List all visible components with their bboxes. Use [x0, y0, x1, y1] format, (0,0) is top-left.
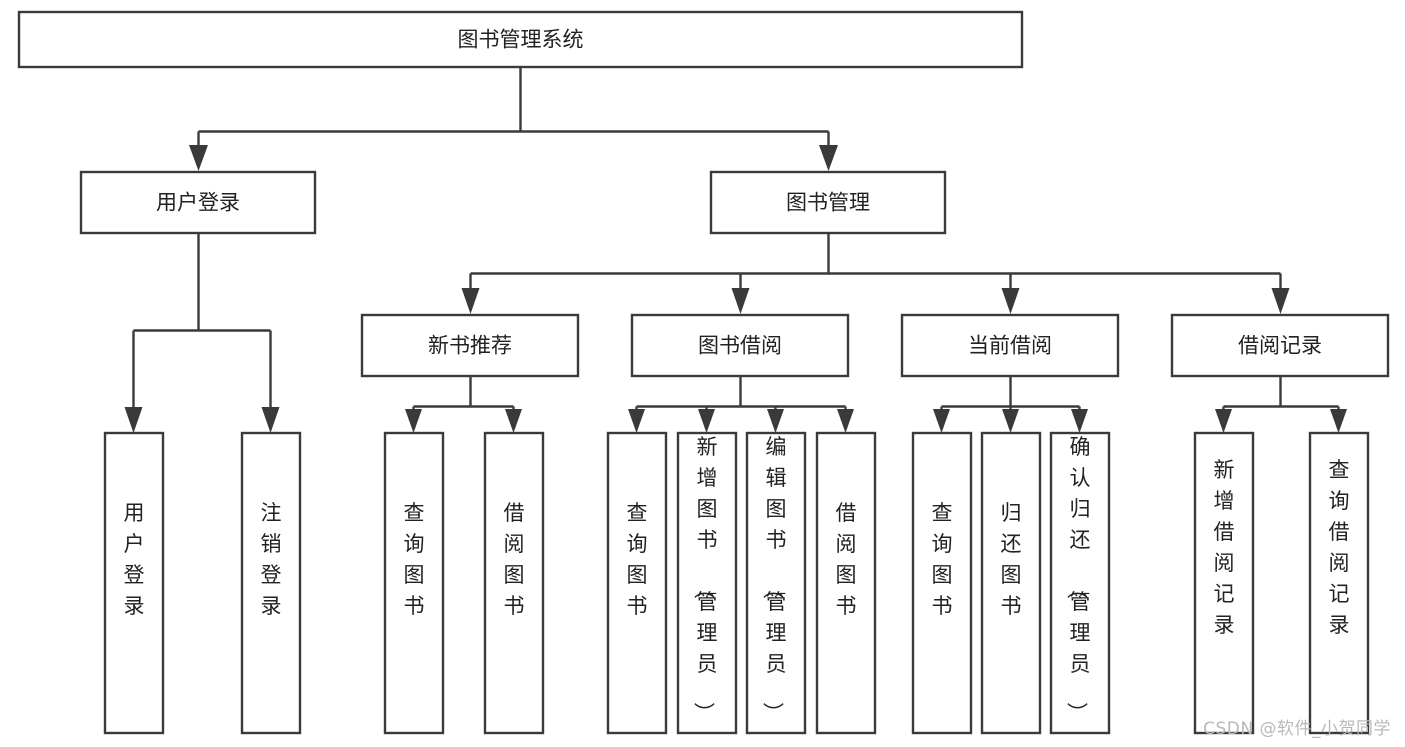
arrow-head-current-borrow — [1001, 288, 1020, 314]
arrow-head-bookborrow-leaf-3 — [767, 409, 784, 433]
leaf-node[interactable]: 新增图书（管理员） — [676, 431, 738, 735]
leaf-user-login-label: 用户登录 — [124, 501, 145, 618]
node-borrowing-record-label: 借阅记录 — [1238, 334, 1322, 358]
node-book-borrowing-box[interactable] — [630, 313, 850, 378]
arrow-head-borrow-record — [1271, 288, 1290, 314]
leaf-record-add-label: 新增借阅记录 — [1214, 458, 1235, 637]
leaf-newbook-query-box[interactable] — [383, 431, 445, 735]
node-current-borrowing[interactable]: 当前借阅 — [900, 313, 1120, 378]
node-book-borrowing-label: 图书借阅 — [698, 334, 782, 358]
node-root-book-management-system[interactable]: 图书管理系统 — [17, 10, 1024, 69]
leaf-logout-box[interactable] — [240, 431, 302, 735]
node-user-login[interactable]: 用户登录 — [79, 170, 317, 235]
arrow-head-book-mgmt — [819, 145, 838, 171]
leaf-current-query-label: 查询图书 — [932, 501, 953, 618]
arrow-head-userlogin-leaf-2 — [261, 407, 280, 433]
node-book-management-label: 图书管理 — [786, 191, 870, 215]
arrow-head-userlogin-leaf-1 — [124, 407, 143, 433]
arrow-head-borrowrecord-leaf-2 — [1330, 409, 1347, 433]
leaf-node[interactable]: 查询图书 — [911, 431, 973, 735]
leaf-node[interactable]: 查询图书 — [383, 431, 445, 735]
leaf-borrow-edit-book-label: 编辑图书（管理员） — [761, 435, 787, 723]
leaf-node[interactable]: 借阅图书 — [815, 431, 877, 735]
leaf-borrow-borrow-book-box[interactable] — [815, 431, 877, 735]
leaf-current-query-box[interactable] — [911, 431, 973, 735]
leaf-node[interactable]: 注销登录 — [240, 431, 302, 735]
node-current-borrowing-box[interactable] — [900, 313, 1120, 378]
arrow-head-bookborrow-leaf-2 — [698, 409, 715, 433]
arrow-head-book-borrow — [731, 288, 750, 314]
leaf-user-login-box[interactable] — [103, 431, 165, 735]
leaf-current-confirm-return-label: 确认归还（管理员） — [1065, 435, 1091, 723]
leaf-borrow-query-box[interactable] — [606, 431, 668, 735]
arrow-head-currentborrow-leaf-1 — [933, 409, 950, 433]
node-user-login-box[interactable] — [79, 170, 317, 235]
leaf-record-query-box[interactable] — [1308, 431, 1370, 735]
leaf-borrow-borrow-book-label: 借阅图书 — [836, 501, 857, 618]
leaf-newbook-query-label: 查询图书 — [404, 501, 425, 618]
node-current-borrowing-label: 当前借阅 — [968, 334, 1052, 358]
leaf-record-query-label: 查询借阅记录 — [1329, 458, 1350, 637]
leaf-node[interactable]: 借阅图书 — [483, 431, 545, 735]
leaf-newbook-borrow-label: 借阅图书 — [504, 501, 525, 618]
leaf-node[interactable]: 新增借阅记录 — [1193, 431, 1255, 735]
leaf-logout-label: 注销登录 — [261, 501, 282, 618]
arrow-head-currentborrow-leaf-2 — [1002, 409, 1019, 433]
leaf-newbook-borrow-box[interactable] — [483, 431, 545, 735]
arrow-head-new-book-rec — [461, 288, 480, 314]
leaf-node[interactable]: 用户登录 — [103, 431, 165, 735]
arrow-head-borrowrecord-leaf-1 — [1215, 409, 1232, 433]
node-new-book-recommendation[interactable]: 新书推荐 — [360, 313, 580, 378]
watermark: CSDN @软件_小贺同学 — [1203, 719, 1391, 739]
leaf-node[interactable]: 查询借阅记录 — [1308, 431, 1370, 735]
leaf-node[interactable]: 确认归还（管理员） — [1049, 431, 1111, 735]
arrow-head-newbook-leaf-1 — [405, 409, 422, 433]
leaf-node[interactable]: 查询图书 — [606, 431, 668, 735]
arrow-head-newbook-leaf-2 — [505, 409, 522, 433]
leaf-borrow-add-book-box[interactable] — [676, 431, 738, 735]
leaf-current-confirm-return-box[interactable] — [1049, 431, 1111, 735]
arrow-head-bookborrow-leaf-4 — [837, 409, 854, 433]
leaf-node[interactable]: 归还图书 — [980, 431, 1042, 735]
arrow-head-bookborrow-leaf-1 — [628, 409, 645, 433]
node-user-login-label: 用户登录 — [156, 191, 240, 215]
arrow-head-currentborrow-leaf-3 — [1071, 409, 1088, 433]
node-borrowing-record[interactable]: 借阅记录 — [1170, 313, 1390, 378]
node-book-borrowing[interactable]: 图书借阅 — [630, 313, 850, 378]
leaf-borrow-edit-book-box[interactable] — [745, 431, 807, 735]
connector-group — [124, 67, 1347, 433]
leaf-node[interactable]: 编辑图书（管理员） — [745, 431, 807, 735]
node-book-management-box[interactable] — [709, 170, 947, 235]
leaf-current-return-box[interactable] — [980, 431, 1042, 735]
node-root-label: 图书管理系统 — [458, 28, 584, 52]
node-root-box[interactable] — [17, 10, 1024, 69]
arrow-head-user-login — [189, 145, 208, 171]
node-book-management[interactable]: 图书管理 — [709, 170, 947, 235]
node-borrowing-record-box[interactable] — [1170, 313, 1390, 378]
node-new-book-recommendation-label: 新书推荐 — [428, 334, 512, 358]
leaf-borrow-add-book-label: 新增图书（管理员） — [692, 435, 718, 723]
node-new-book-recommendation-box[interactable] — [360, 313, 580, 378]
leaf-borrow-query-label: 查询图书 — [627, 501, 648, 618]
leaf-current-return-label: 归还图书 — [1001, 501, 1022, 618]
leaf-record-add-box[interactable] — [1193, 431, 1255, 735]
